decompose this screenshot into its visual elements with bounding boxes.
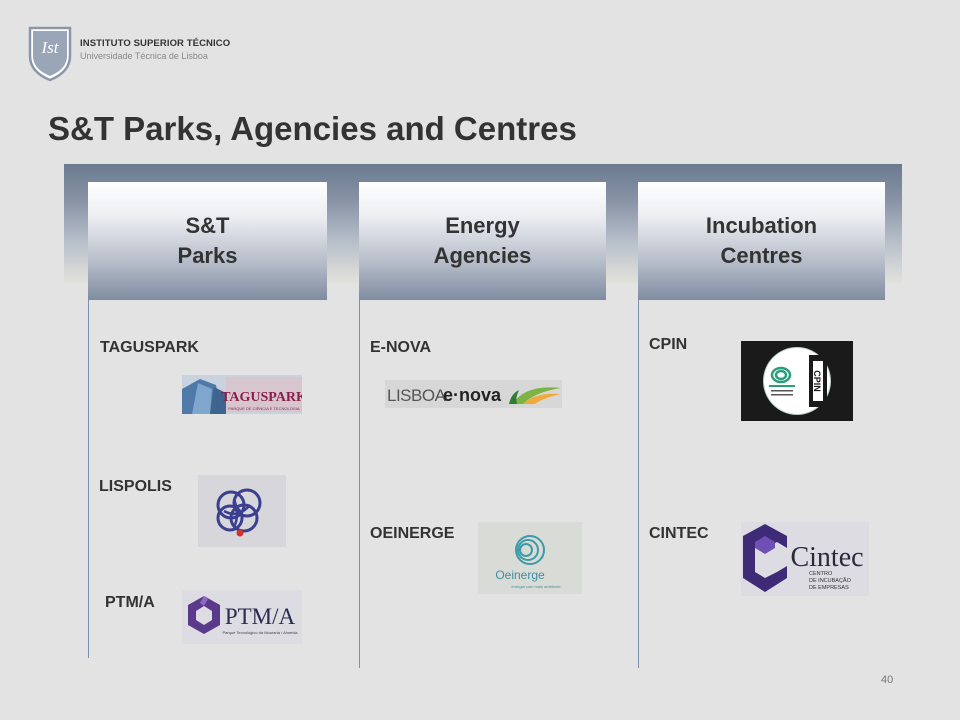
enova-logo: LISBOA e·nova [385,380,562,408]
cpin-logo: CPIN [741,341,853,421]
column-heading-line: Parks [177,243,238,268]
ptma-label: PTM/A [105,594,155,611]
institution-subtitle: Universidade Técnica de Lisboa [80,51,208,61]
taguspark-label: TAGUSPARK [100,339,199,356]
svg-text:Cintec: Cintec [790,542,863,573]
column-heading-line: Energy [445,213,520,238]
svg-text:PTM/A: PTM/A [225,604,296,629]
page-number: 40 [881,674,894,686]
column-divider [638,300,639,668]
svg-text:PARQUE DE CIÊNCIA E TECNOLOGIA: PARQUE DE CIÊNCIA E TECNOLOGIA [228,406,300,411]
column-divider [359,300,360,668]
column-divider [88,300,89,658]
svg-text:Oeinerge: Oeinerge [495,568,545,582]
svg-text:energia com mais ambiente: energia com mais ambiente [511,584,561,589]
svg-text:LISBOA: LISBOA [387,386,447,405]
ptma-logo: PTM/A Parque Tecnológico da Mouraria / A… [182,590,302,644]
column-heading-line: Agencies [433,243,532,268]
column-header-parks: S&T Parks [88,182,327,300]
svg-text:CPIN: CPIN [812,370,822,392]
taguspark-logo: TAGUSPARK PARQUE DE CIÊNCIA E TECNOLOGIA [182,375,302,414]
enova-label: E-NOVA [370,339,432,356]
cintec-label: CINTEC [649,525,709,542]
svg-text:DE INCUBAÇÃO: DE INCUBAÇÃO [809,577,852,584]
svg-text:Ist: Ist [41,38,60,57]
oeinerge-logo: Oeinerge energia com mais ambiente [478,522,582,594]
institution-name: INSTITUTO SUPERIOR TÉCNICO [80,38,231,49]
cpin-label: CPIN [649,336,688,353]
oeinerge-label: OEINERGE [370,525,455,542]
ist-logo: Ist [28,26,72,82]
svg-text:TAGUSPARK: TAGUSPARK [221,390,302,405]
svg-text:DE EMPRESAS: DE EMPRESAS [809,585,849,591]
svg-text:e·nova: e·nova [443,385,502,405]
lispolis-logo [198,475,286,547]
slide-title: S&T Parks, Agencies and Centres [48,110,577,147]
cintec-logo: Cintec CENTRO DE INCUBAÇÃO DE EMPRESAS [741,522,869,596]
svg-text:CENTRO: CENTRO [809,571,833,577]
column-heading-line: Incubation [705,213,818,238]
lispolis-label: LISPOLIS [99,478,172,495]
column-heading-line: Centres [720,243,803,268]
column-heading-line: S&T [185,213,230,238]
svg-text:Parque Tecnológico da Mouraria: Parque Tecnológico da Mouraria / Almeida [222,630,298,635]
